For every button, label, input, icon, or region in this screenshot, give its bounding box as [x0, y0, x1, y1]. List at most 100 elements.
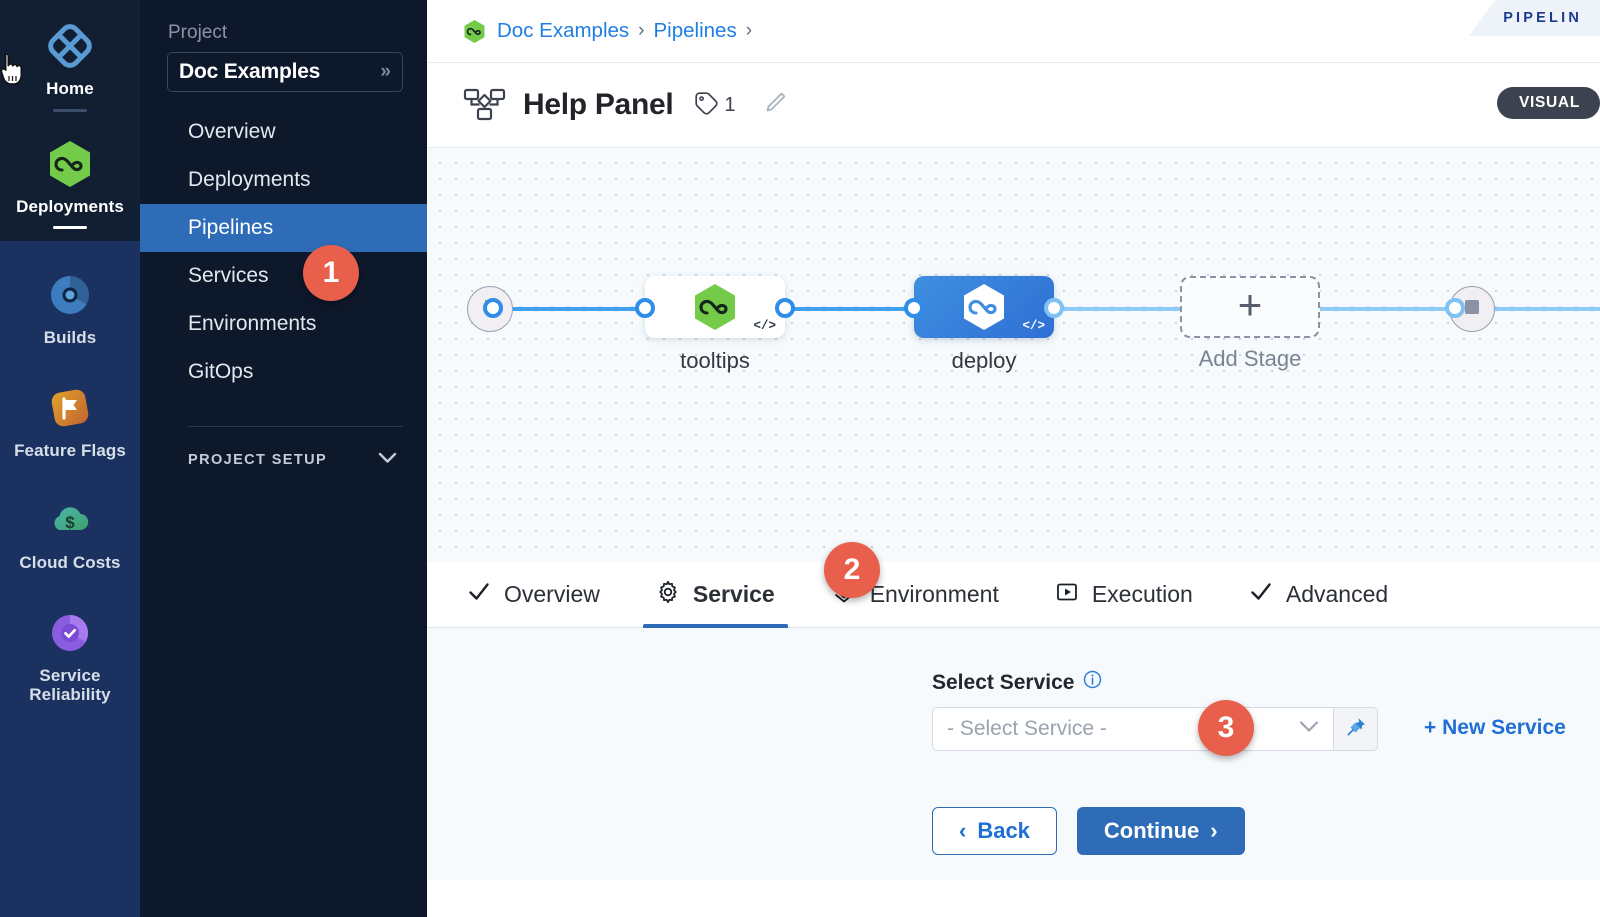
stage-label-tooltips: tooltips: [680, 348, 750, 373]
tab-execution[interactable]: Execution: [1055, 562, 1193, 628]
sidebar-item-services[interactable]: Services: [140, 252, 427, 300]
rail-item-label: Service Reliability: [29, 665, 111, 705]
pipeline-stages-icon: [463, 87, 507, 123]
stop-square-icon: [1461, 296, 1483, 323]
connector-deploy-to-end: [1057, 307, 1600, 311]
tab-label: Service: [692, 581, 775, 607]
step-badge-2: 2: [824, 542, 880, 598]
select-service-field: Select Service - Select Service -: [932, 670, 1378, 751]
play-box-icon: [1055, 580, 1079, 610]
harness-hexagon-green-icon: [46, 140, 94, 188]
stage-tabs: Overview Service Envir: [427, 562, 1600, 628]
new-service-link[interactable]: + New Service: [1424, 716, 1566, 739]
continue-button[interactable]: Continue ›: [1076, 807, 1245, 855]
sidebar-item-label: PROJECT SETUP: [188, 451, 328, 468]
sidebar-item-project-setup[interactable]: PROJECT SETUP: [140, 451, 427, 468]
info-icon[interactable]: [1083, 670, 1102, 695]
tab-service[interactable]: Service: [642, 562, 788, 628]
chevron-right-icon: ›: [1210, 818, 1218, 843]
rail-item-home[interactable]: Home: [0, 10, 140, 118]
page-header: Help Panel 1 VISUAL: [427, 62, 1600, 148]
builds-circle-icon: [46, 271, 94, 319]
continue-button-label: Continue: [1103, 818, 1200, 843]
port-end-in[interactable]: [1445, 298, 1465, 318]
rail-item-service-reliability[interactable]: Service Reliability: [0, 579, 140, 711]
sidebar-item-label: Overview: [188, 120, 276, 143]
module-rail: Home Deployments: [0, 0, 140, 917]
breadcrumb-separator: ›: [745, 20, 753, 41]
sidebar-divider: [188, 426, 403, 427]
sidebar-item-label: Pipelines: [188, 216, 274, 239]
stage-node-tooltips[interactable]: </>: [645, 276, 785, 338]
rail-active-underline: [53, 108, 87, 112]
project-label: Project: [168, 22, 228, 43]
stage-label-deploy: deploy: [951, 348, 1017, 373]
rail-item-label: Cloud Costs: [19, 553, 121, 573]
tag-count: 1: [724, 93, 736, 116]
breadcrumb-item-project[interactable]: Doc Examples: [497, 19, 630, 42]
port-tooltips-in[interactable]: [635, 298, 655, 318]
pin-icon: [1345, 716, 1367, 743]
chevron-left-icon: ‹: [959, 818, 967, 843]
step-badge-1: 1: [303, 245, 359, 301]
select-service-dropdown[interactable]: - Select Service -: [932, 707, 1334, 751]
back-button[interactable]: ‹ Back: [932, 807, 1057, 855]
project-name: Doc Examples: [179, 60, 321, 83]
check-icon: [1249, 580, 1273, 610]
rail-item-cloud-costs[interactable]: $ Cloud Costs: [0, 466, 140, 579]
mouse-cursor-pointer-icon: [0, 52, 34, 95]
module-rail-active-group: Home Deployments: [0, 0, 140, 242]
select-service-row: Select Service - Select Service -: [427, 670, 1600, 751]
port-start-out[interactable]: [483, 298, 503, 318]
sidebar-item-environments[interactable]: Environments: [140, 300, 427, 348]
port-tooltips-out[interactable]: [775, 298, 795, 318]
port-deploy-out[interactable]: [1044, 298, 1064, 318]
port-deploy-in[interactable]: [904, 298, 924, 318]
tab-label: Overview: [504, 581, 600, 607]
breadcrumb: Doc Examples › Pipelines ›: [427, 0, 1600, 62]
sidebar-item-overview[interactable]: Overview: [140, 108, 427, 156]
tag-badge[interactable]: 1: [693, 90, 736, 121]
tag-icon: [693, 90, 719, 121]
project-nav-list: Overview Deployments Pipelines Services …: [140, 108, 427, 396]
tab-environment[interactable]: Environment: [831, 562, 999, 628]
breadcrumb-item-pipelines[interactable]: Pipelines: [653, 19, 737, 42]
mode-toggle-visual[interactable]: VISUAL: [1496, 87, 1600, 119]
svg-text:$: $: [65, 513, 75, 532]
project-selector[interactable]: Doc Examples »: [167, 52, 403, 92]
cloud-dollar-icon: $: [46, 496, 94, 544]
pipeline-canvas[interactable]: </> tooltips </> deploy + Add Stage: [427, 148, 1600, 562]
tab-advanced[interactable]: Advanced: [1249, 562, 1388, 628]
pencil-icon[interactable]: [762, 90, 788, 121]
harness-hexagon-white-icon: [964, 284, 1004, 330]
rail-item-label: Deployments: [16, 196, 124, 216]
service-form-panel: Select Service - Select Service -: [427, 628, 1600, 880]
connector-tooltips-to-deploy: [782, 307, 922, 311]
select-service-label-row: Select Service: [932, 670, 1378, 695]
tab-label: Execution: [1091, 581, 1193, 607]
sidebar-item-gitops[interactable]: GitOps: [140, 348, 427, 396]
stage-node-deploy[interactable]: </>: [914, 276, 1054, 338]
page-title: Help Panel: [523, 88, 674, 121]
tab-label: Environment: [869, 581, 999, 607]
select-service-value: - Select Service -: [947, 717, 1107, 740]
add-stage-button[interactable]: +: [1180, 276, 1320, 338]
pin-service-button[interactable]: [1334, 707, 1378, 751]
select-service-control: - Select Service -: [932, 707, 1378, 751]
sidebar-item-pipelines[interactable]: Pipelines: [140, 204, 427, 252]
rail-item-label: Builds: [43, 328, 97, 348]
rail-active-underline: [53, 226, 87, 230]
plus-icon: +: [1237, 281, 1263, 328]
field-label: Select Service: [932, 670, 1075, 694]
rail-item-feature-flags[interactable]: Feature Flags: [0, 354, 140, 467]
tab-overview[interactable]: Overview: [467, 562, 600, 628]
add-stage-label: Add Stage: [1198, 346, 1302, 371]
pipeline-studio-ribbon: PIPELIN: [1469, 0, 1600, 36]
rail-item-deployments[interactable]: Deployments: [0, 118, 140, 236]
sidebar-item-deployments[interactable]: Deployments: [140, 156, 427, 204]
rail-item-label: Feature Flags: [14, 440, 126, 460]
stage-code-badge: </>: [1022, 319, 1045, 333]
rail-item-builds[interactable]: Builds: [0, 241, 140, 354]
project-sidebar: Project Doc Examples » Overview Deployme…: [140, 0, 427, 917]
stage-code-badge: </>: [753, 319, 776, 333]
